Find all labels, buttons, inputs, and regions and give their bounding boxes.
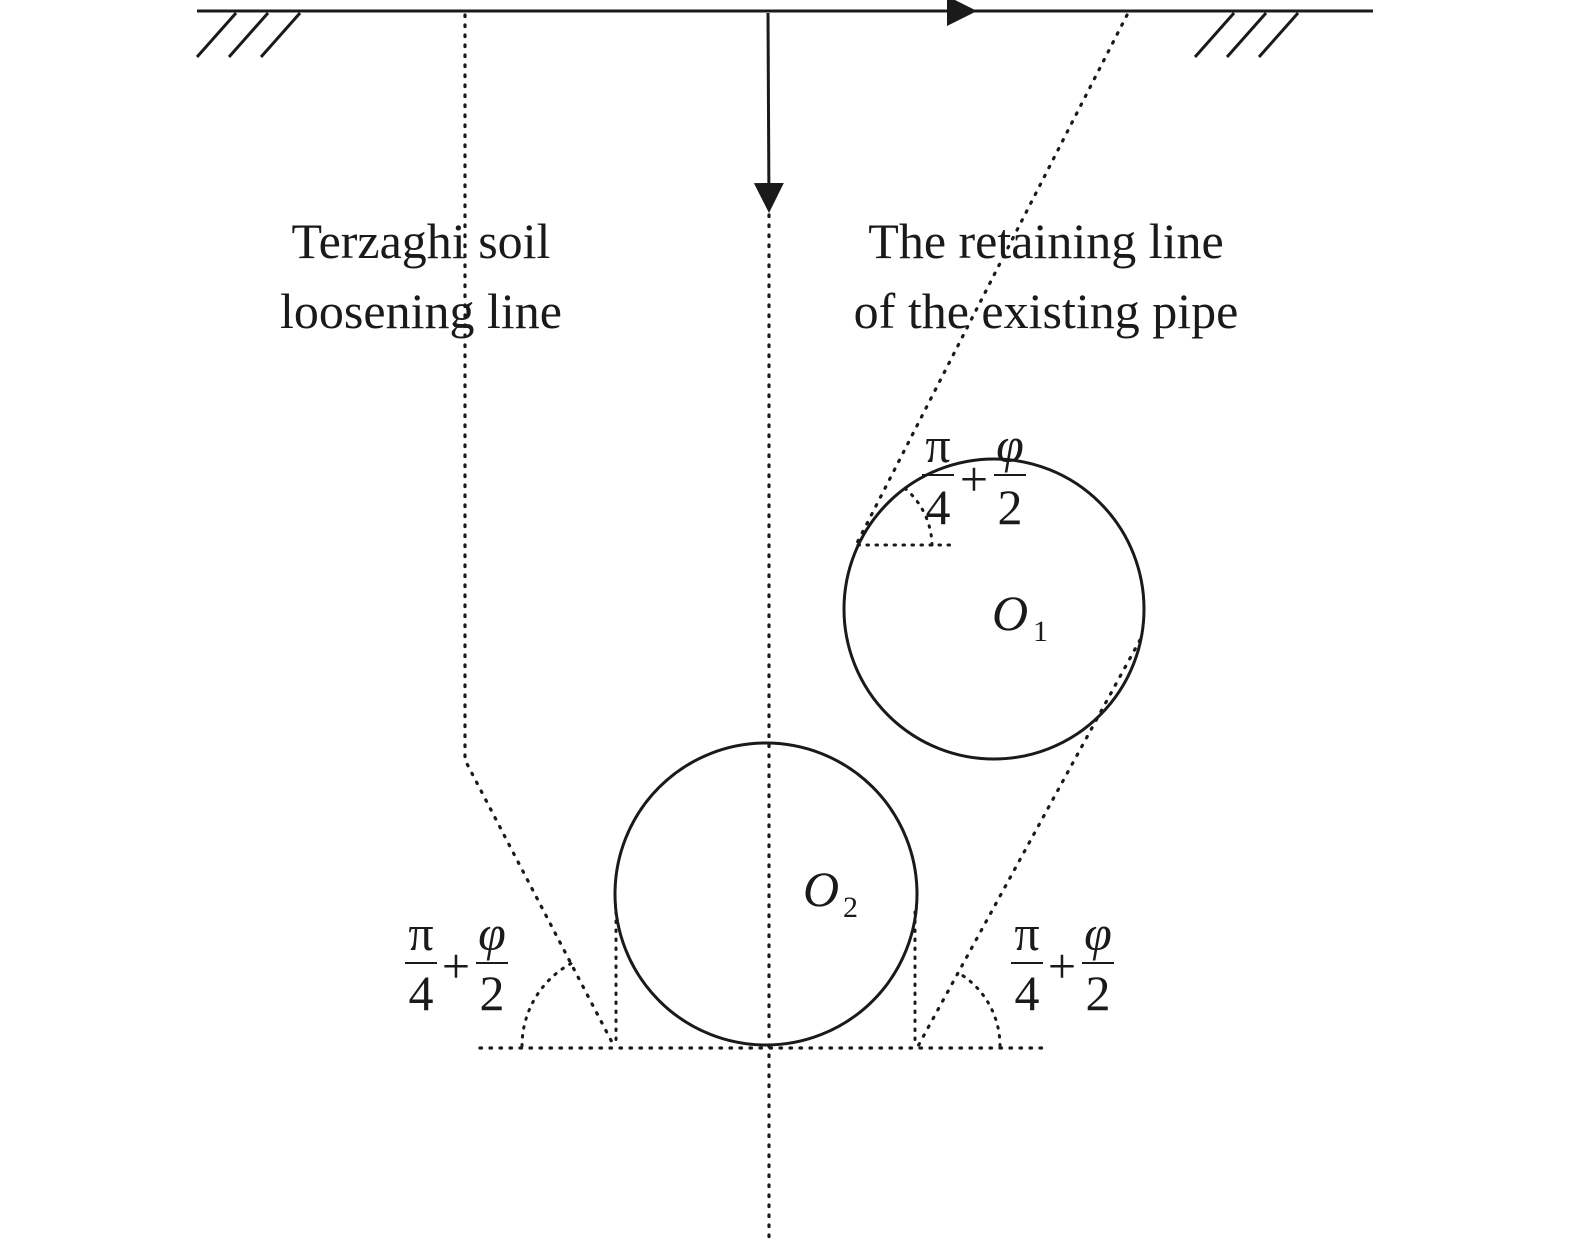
terzaghi-loosening-line <box>463 13 617 1050</box>
formula-two: 2 <box>1086 965 1111 1021</box>
o1-subscript: 1 <box>1033 615 1048 648</box>
formula-four: 4 <box>1015 965 1040 1021</box>
o1-letter: O <box>992 585 1028 641</box>
formula-plus: + <box>960 451 988 507</box>
formula-two: 2 <box>480 965 505 1021</box>
retaining-label-line2: of the existing pipe <box>854 283 1239 339</box>
ground-surface <box>195 9 1373 58</box>
formula-plus: + <box>442 938 470 994</box>
angle-formula-top: π 4 + φ 2 <box>922 417 1026 535</box>
formula-pi: π <box>408 905 433 961</box>
terzaghi-label-line2: loosening line <box>280 283 562 339</box>
formula-pi: π <box>1014 905 1039 961</box>
formula-phi: φ <box>996 417 1024 473</box>
ground-hatch-right <box>1193 12 1300 58</box>
retaining-line <box>854 13 1142 1050</box>
pipe-o2-label: O 2 <box>803 861 858 924</box>
formula-two: 2 <box>998 479 1023 535</box>
angle-formula-right: π 4 + φ 2 <box>1011 905 1114 1021</box>
o2-subscript: 2 <box>843 891 858 924</box>
formula-four: 4 <box>409 965 434 1021</box>
formula-four: 4 <box>926 479 951 535</box>
pipe-o1 <box>842 457 1146 761</box>
ground-hatch-left <box>195 12 302 58</box>
formula-pi: π <box>925 417 950 473</box>
formula-plus: + <box>1048 938 1076 994</box>
pipe-o2 <box>613 741 919 1047</box>
pipe-o1-label: O 1 <box>992 585 1048 648</box>
load-arrows <box>753 0 977 213</box>
angle-arc-left <box>520 961 574 1048</box>
vertical-arrow <box>753 12 784 213</box>
formula-phi: φ <box>1084 905 1112 961</box>
o2-letter: O <box>803 861 839 917</box>
formula-phi: φ <box>478 905 506 961</box>
retaining-label-line1: The retaining line <box>868 213 1223 269</box>
angle-formula-left: π 4 + φ 2 <box>405 905 508 1021</box>
angle-arc-right <box>955 970 1002 1048</box>
terzaghi-label-line1: Terzaghi soil <box>292 213 551 269</box>
